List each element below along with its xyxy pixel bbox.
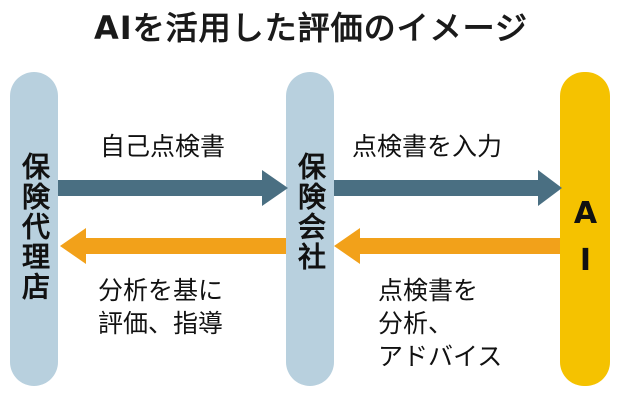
actor-insurer-label: 保険会社 bbox=[294, 152, 327, 272]
flow-label-advice-line: アドバイス bbox=[378, 342, 503, 371]
actor-ai-label: AI bbox=[568, 196, 603, 290]
diagram-title: AIを活用した評価のイメージ bbox=[93, 9, 529, 47]
flow-label-input-report: 点検書を入力 bbox=[352, 132, 503, 161]
arrow-ai-to-insurer bbox=[334, 228, 560, 264]
flow-label-advice-line: 分析、 bbox=[378, 309, 454, 338]
flow-label-advice-line: 点検書を bbox=[378, 276, 479, 305]
actor-ai-pillar: AI bbox=[560, 72, 610, 386]
flow-label-advice: 点検書を 分析、 アドバイス bbox=[378, 274, 502, 373]
actor-agency-label: 保険代理店 bbox=[18, 152, 51, 302]
arrow-insurer-to-ai bbox=[334, 170, 562, 206]
flow-label-self-check: 自己点検書 bbox=[100, 132, 226, 161]
arrow-agency-to-insurer bbox=[58, 170, 288, 206]
flow-label-evaluation-line: 評価、指導 bbox=[98, 309, 224, 338]
arrow-insurer-to-agency bbox=[60, 228, 286, 264]
flow-label-evaluation-line: 分析を基に bbox=[98, 276, 224, 305]
actor-insurer-pillar: 保険会社 bbox=[286, 72, 334, 386]
actor-agency-pillar: 保険代理店 bbox=[10, 72, 58, 386]
flow-label-evaluation: 分析を基に 評価、指導 bbox=[98, 274, 223, 340]
